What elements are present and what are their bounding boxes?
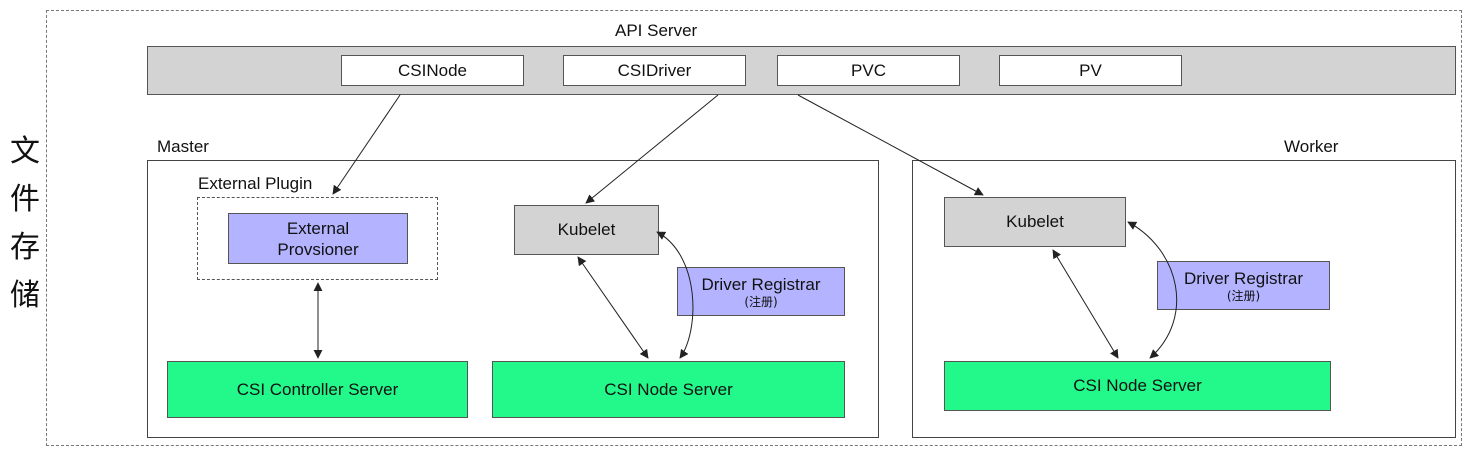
master-kubelet: Kubelet bbox=[514, 205, 659, 255]
master-region bbox=[147, 160, 879, 438]
worker-csi-node-server: CSI Node Server bbox=[944, 361, 1331, 411]
external-plugin-title: External Plugin bbox=[198, 174, 313, 193]
resource-csidriver: CSIDriver bbox=[563, 55, 746, 86]
master-csi-node-server: CSI Node Server bbox=[492, 361, 845, 418]
side-label-char: 件 bbox=[10, 182, 40, 217]
csi-controller-server: CSI Controller Server bbox=[167, 361, 468, 418]
driver-registrar-sub: (注册) bbox=[744, 294, 778, 309]
connector-api-to-master-kubelet bbox=[585, 94, 719, 204]
connector-api-to-provisioner bbox=[332, 94, 401, 195]
connector-master-registrar bbox=[656, 231, 694, 359]
driver-registrar-label: Driver Registrar bbox=[1183, 268, 1304, 288]
side-label-char: 储 bbox=[10, 278, 40, 313]
worker-title: Worker bbox=[1284, 137, 1339, 156]
resource-csinode: CSINode bbox=[341, 55, 524, 86]
side-label-char: 文 bbox=[10, 134, 40, 169]
file-storage-label: 文 件 存 储 bbox=[8, 128, 42, 320]
worker-driver-registrar: Driver Registrar (注册) bbox=[1157, 261, 1330, 310]
worker-region bbox=[912, 160, 1456, 438]
driver-registrar-label: Driver Registrar bbox=[701, 274, 821, 294]
driver-registrar-sub: (注册) bbox=[1226, 288, 1261, 303]
resource-pv: PV bbox=[999, 55, 1182, 86]
connector-master-kubelet-node bbox=[577, 256, 649, 359]
connector-api-to-worker-kubelet bbox=[797, 94, 984, 196]
external-provisioner-line1: External bbox=[286, 218, 350, 238]
external-provisioner-line2: Provsioner bbox=[277, 239, 359, 259]
master-driver-registrar: Driver Registrar (注册) bbox=[677, 267, 845, 316]
connector-worker-registrar bbox=[1127, 221, 1178, 359]
external-provisioner: External Provsioner bbox=[228, 213, 408, 264]
file-storage-boundary bbox=[46, 10, 1462, 446]
resource-pvc: PVC bbox=[777, 55, 960, 86]
worker-kubelet: Kubelet bbox=[944, 197, 1126, 247]
master-title: Master bbox=[157, 137, 209, 156]
external-plugin-box bbox=[197, 197, 438, 280]
side-label-char: 存 bbox=[10, 230, 40, 265]
api-server-title: API Server bbox=[615, 21, 698, 40]
connector-worker-kubelet-node bbox=[1052, 249, 1119, 359]
